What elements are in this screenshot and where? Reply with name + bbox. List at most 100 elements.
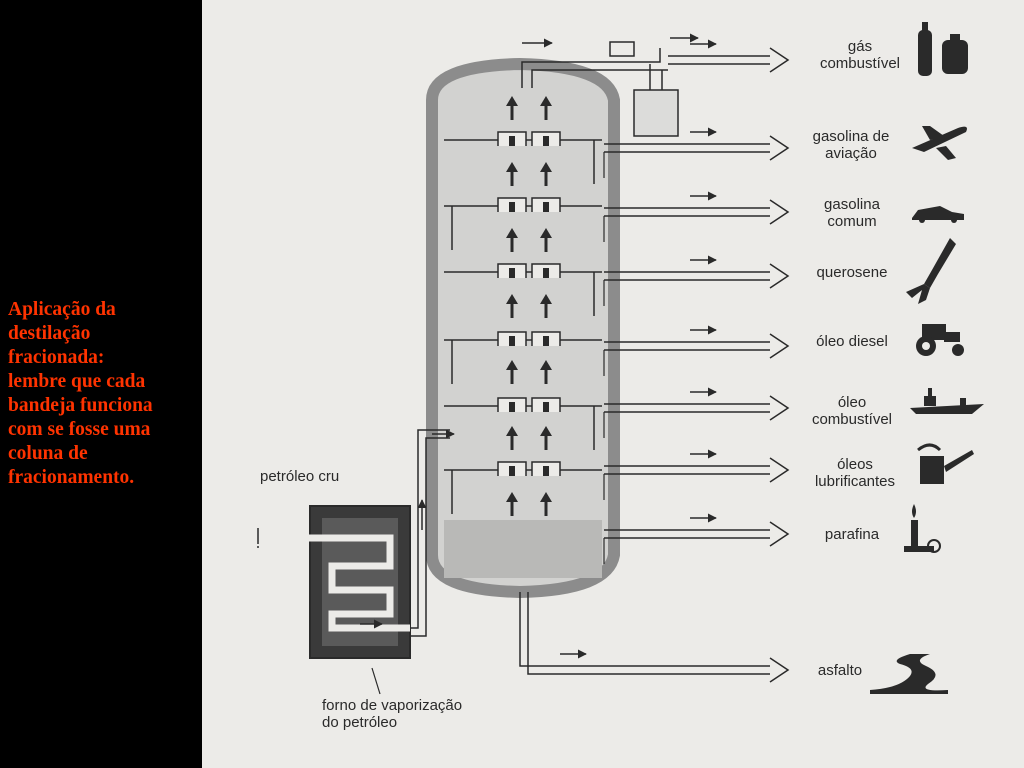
product-label-lubricants: óleos lubrificantes <box>814 456 896 490</box>
outlet-arrowhead <box>769 199 790 225</box>
furnace <box>257 505 411 695</box>
vapor-arrow-head <box>540 294 552 304</box>
outlet-arrowhead <box>769 521 790 547</box>
vapor-up-arrow <box>506 162 518 186</box>
caption-panel: Aplicação da destilação fracionada: lemb… <box>0 0 202 768</box>
product-label-paraffin: parafina <box>824 526 880 543</box>
product-outlet <box>603 449 790 500</box>
product-outlet <box>603 191 790 242</box>
vapor-up-arrow <box>506 294 518 318</box>
oil-can-icon <box>917 443 974 484</box>
cap-riser <box>509 136 515 146</box>
caption-line: com se fosse uma <box>8 419 151 440</box>
input-label-crude-oil: petróleo cru <box>260 468 340 485</box>
vapor-arrow-head <box>540 228 552 238</box>
product-outlet <box>519 592 790 683</box>
vapor-up-arrow <box>540 96 552 120</box>
outlet-pipe <box>527 592 770 675</box>
road-icon <box>870 654 948 694</box>
caption-line: bandeja funciona <box>8 395 153 416</box>
furnace-leader-line <box>371 667 381 695</box>
cap-riser <box>543 402 549 412</box>
outlet-arrowhead <box>769 457 790 483</box>
product-label-kerosene: querosene <box>816 264 888 281</box>
product-outlet <box>603 387 790 438</box>
product-label-aviation-gasoline: gasolina de aviação <box>812 128 890 162</box>
transfer-line <box>410 429 455 637</box>
outlet-pipe <box>519 592 770 667</box>
tray <box>444 397 602 450</box>
vapor-arrow-head <box>506 360 518 370</box>
column-shell <box>426 57 620 599</box>
valve <box>609 41 635 57</box>
vapor-up-arrow <box>540 360 552 384</box>
vapor-arrow-head <box>506 294 518 304</box>
tray <box>444 263 602 316</box>
condenser <box>633 89 679 137</box>
cap-riser <box>543 136 549 146</box>
vapor-arrow-head <box>540 360 552 370</box>
vapor-up-arrow <box>540 294 552 318</box>
caption-line: destilação <box>8 323 91 344</box>
vapor-arrow-head <box>506 96 518 106</box>
product-label-gasoline: gasolina comum <box>824 196 880 230</box>
vapor-arrow-head <box>506 492 518 502</box>
product-outlet <box>603 325 790 376</box>
cap-riser <box>509 336 515 346</box>
vapor-arrow-head <box>540 96 552 106</box>
product-outlet <box>603 513 790 564</box>
column-bottom-liquid <box>444 520 602 578</box>
cap-riser <box>509 402 515 412</box>
caption-line: lembre que cada <box>8 371 146 392</box>
vapor-up-arrow <box>506 360 518 384</box>
outlet-arrowhead <box>769 47 790 73</box>
cap-riser <box>543 336 549 346</box>
candle-icon <box>904 504 941 553</box>
vapor-arrows <box>506 96 552 516</box>
vapor-up-arrow <box>506 228 518 252</box>
cap-riser <box>543 466 549 476</box>
caption-line: coluna de <box>8 443 88 464</box>
trays <box>444 131 602 514</box>
tray <box>444 197 602 250</box>
product-label-asphalt: asfalto <box>817 662 863 679</box>
cap-riser <box>509 466 515 476</box>
product-label-gas: gás combustível <box>819 38 901 72</box>
product-label-fuel-oil: óleo combustível <box>811 394 893 428</box>
rocket-icon <box>906 238 956 304</box>
tray <box>444 131 602 184</box>
distillation-column <box>426 57 620 599</box>
vapor-up-arrow <box>506 426 518 450</box>
product-outlet <box>603 127 790 178</box>
top-outlet <box>521 33 699 137</box>
cap-riser <box>543 202 549 212</box>
caption-line: Aplicação da <box>8 299 116 320</box>
furnace-coil <box>258 534 410 632</box>
diagram-drawing <box>257 22 984 695</box>
vapor-arrow-head <box>506 162 518 172</box>
vapor-up-arrow <box>540 228 552 252</box>
car-icon <box>912 206 964 223</box>
outlet-arrowhead <box>769 657 790 683</box>
outlet-arrowhead <box>769 333 790 359</box>
product-outlet <box>668 39 790 73</box>
cap-riser <box>509 268 515 278</box>
gas-cylinder-icon <box>918 22 968 76</box>
vapor-arrow-head <box>540 492 552 502</box>
vapor-up-arrow <box>506 96 518 120</box>
caption-line: fracionada: <box>8 347 105 368</box>
vapor-up-arrow <box>506 492 518 516</box>
vapor-up-arrow <box>540 426 552 450</box>
cap-riser <box>509 202 515 212</box>
vapor-arrow-head <box>540 162 552 172</box>
vapor-up-arrow <box>540 162 552 186</box>
product-label-diesel: óleo diesel <box>816 333 888 350</box>
vapor-arrow-head <box>506 426 518 436</box>
tray <box>444 331 602 384</box>
vapor-up-arrow <box>540 492 552 516</box>
cap-riser <box>543 268 549 278</box>
furnace-label: forno de vaporização do petróleo <box>322 697 463 731</box>
vapor-arrow-head <box>506 228 518 238</box>
outlet-arrowhead <box>769 135 790 161</box>
distillation-diagram: gás combustível gasolina de aviação gaso… <box>202 0 1024 768</box>
